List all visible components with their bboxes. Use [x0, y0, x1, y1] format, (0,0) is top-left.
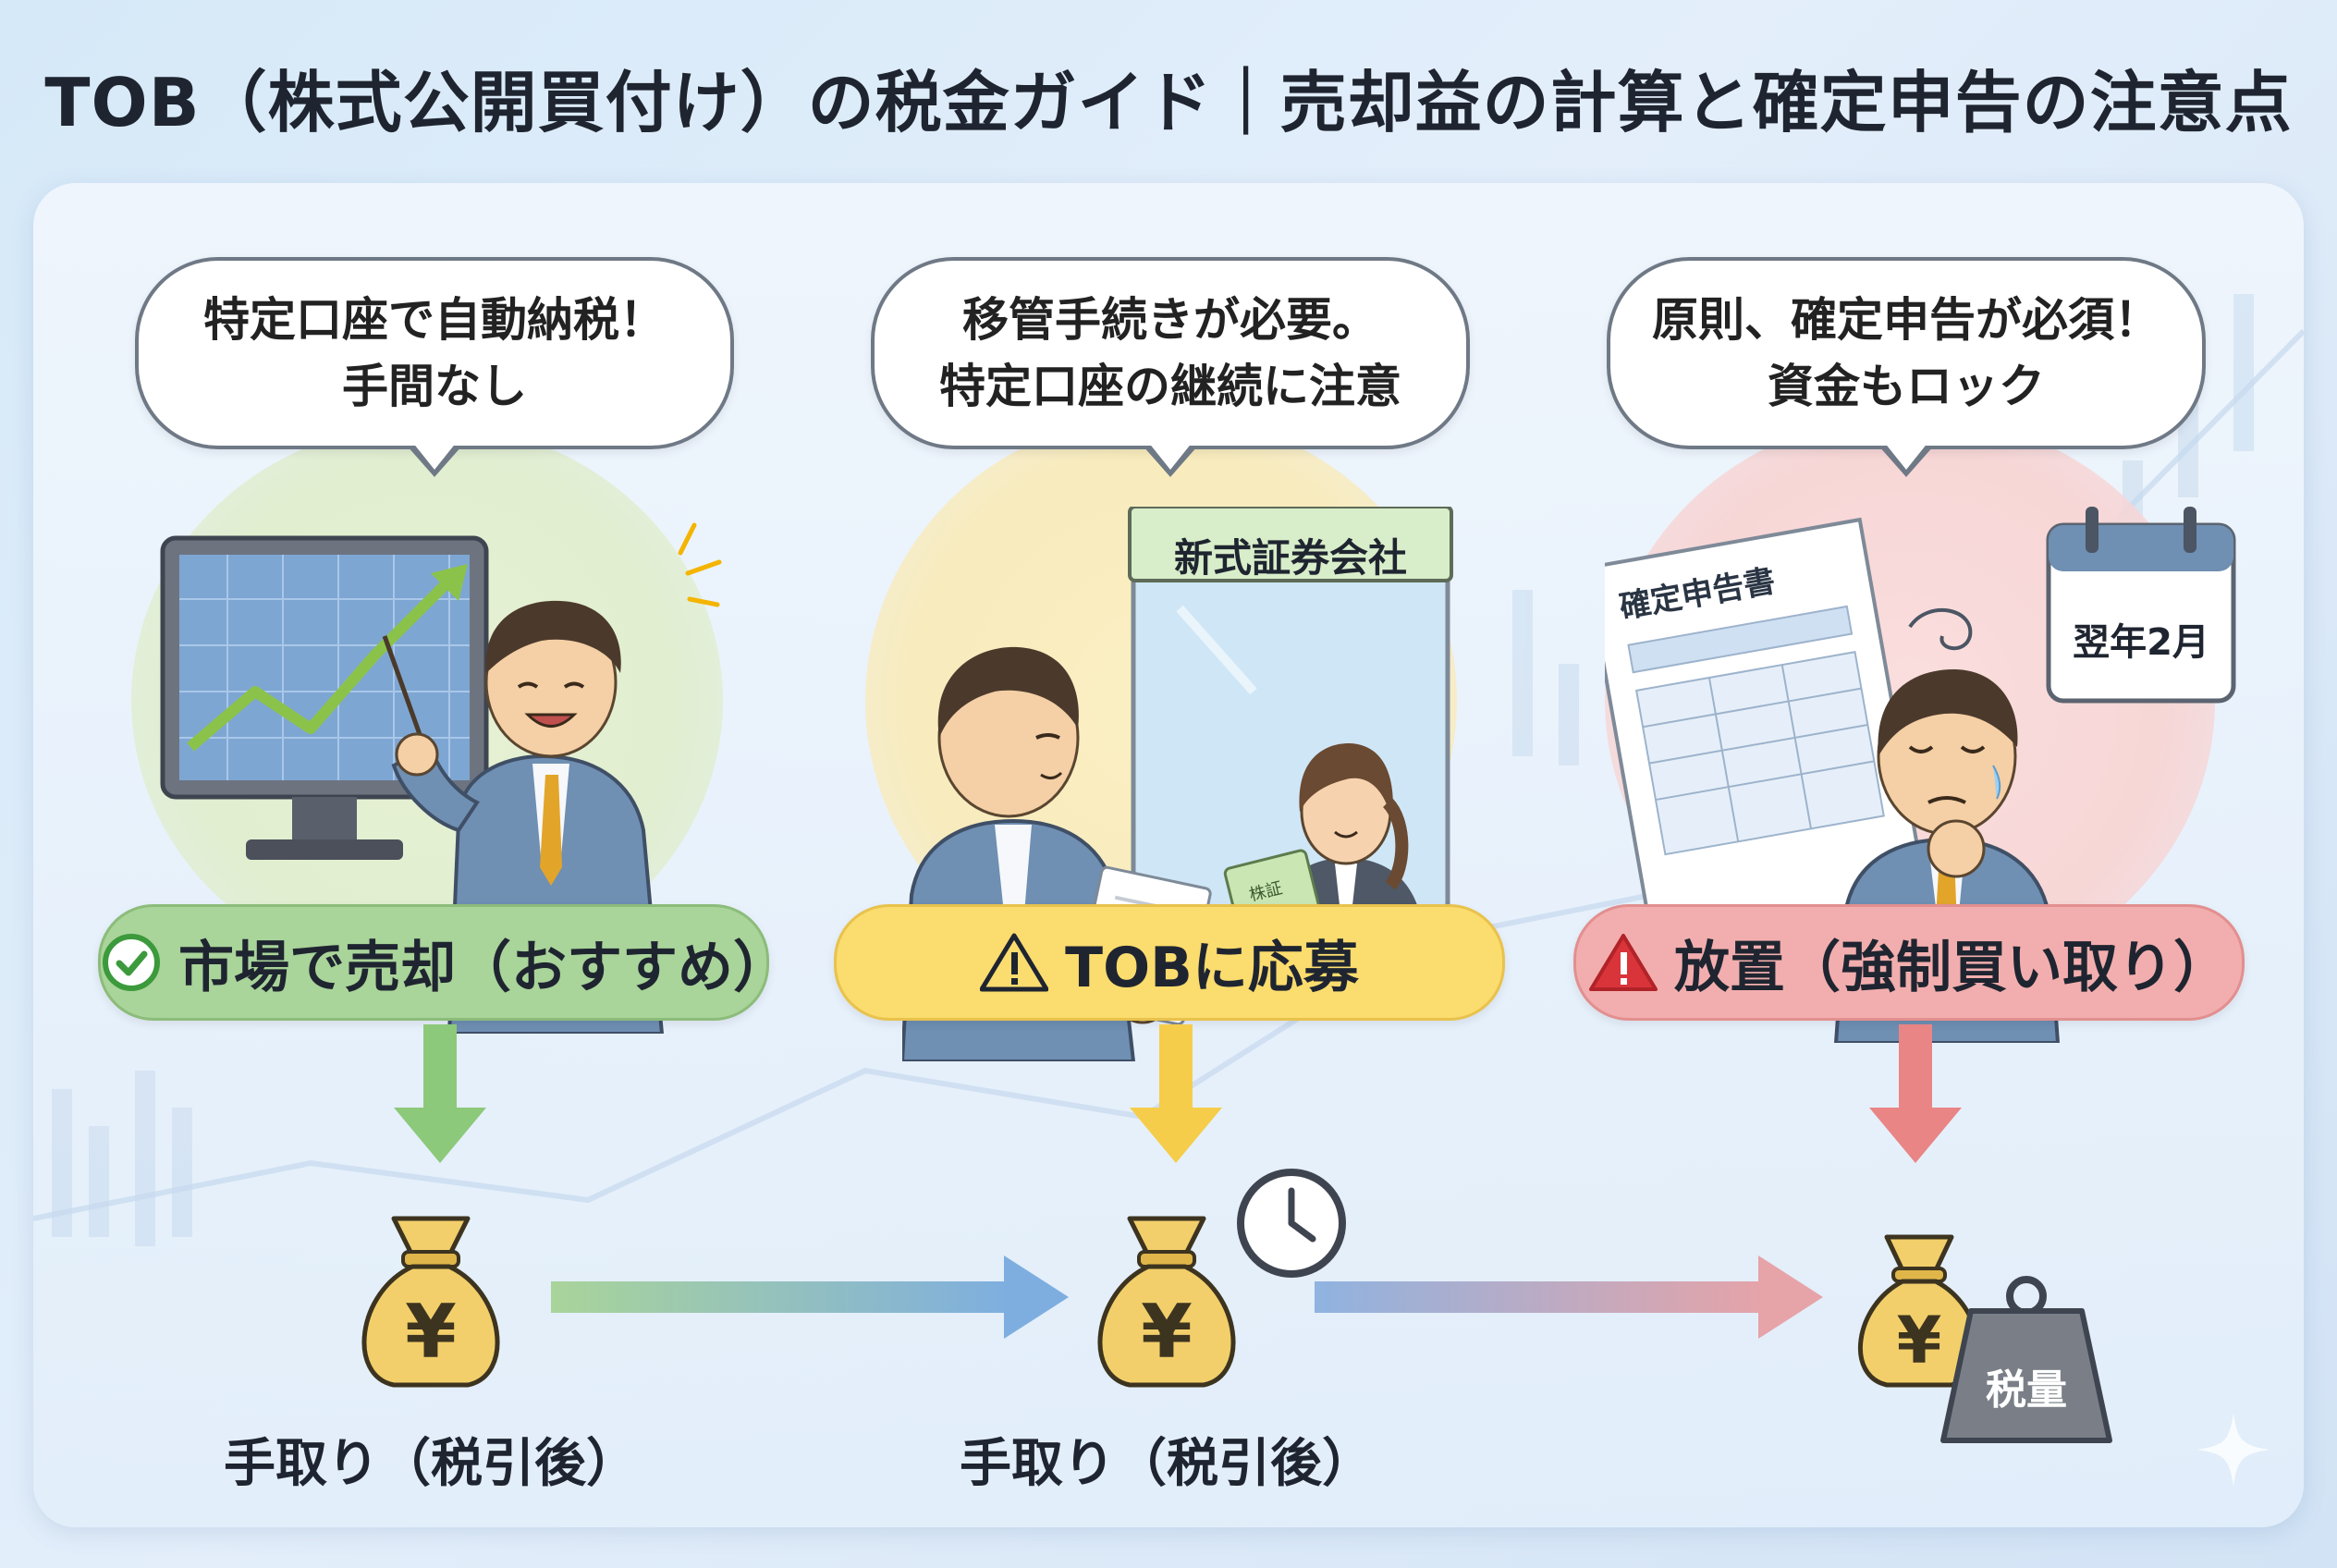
tax-return-worry-illustration: 確定申告書 翌年2月: [1605, 507, 2236, 1043]
bubble-text-line2: 手間なし: [342, 360, 527, 413]
bubble-text-line2: 特定口座の継続に注意: [939, 360, 1401, 413]
yen-money-bag-icon: ¥: [1857, 1234, 1981, 1388]
yen-symbol: ¥: [405, 1289, 457, 1375]
yen-symbol: ¥: [1141, 1289, 1193, 1375]
arrow-down-yellow: [1130, 1024, 1222, 1163]
option-leave-forced-buyout[interactable]: 放置（強制買い取り）: [1573, 904, 2245, 1021]
counter-sign: 新式証券会社: [1173, 535, 1407, 581]
option-label: 放置（強制買い取り）: [1674, 935, 2229, 1000]
result-label-column-2: 手取り（税引後）: [960, 1434, 1374, 1494]
yen-money-bag-icon: ¥: [1097, 1216, 1236, 1388]
guide-panel: 特定口座で自動納税！ 手間なし 移管手続きが必要。 特定口座の継続に注意 原則、…: [33, 183, 2304, 1527]
clock-icon: [1237, 1169, 1346, 1278]
bubble-text-line1: 原則、確定申告が必須！: [1652, 293, 2160, 347]
column-3-speech-bubble: 原則、確定申告が必須！ 資金もロック: [1607, 257, 2206, 477]
page-title: TOB（株式公開買付け）の税金ガイド｜売却益の計算と確定申告の注意点: [44, 64, 2293, 141]
result-label-column-1: 手取り（税引後）: [224, 1434, 638, 1494]
column-2-speech-bubble: 移管手続きが必要。 特定口座の継続に注意: [871, 257, 1470, 477]
bubble-text-line1: 特定口座で自動納税！: [203, 293, 666, 347]
option-market-sale[interactable]: 市場で売却（おすすめ）: [98, 904, 789, 1021]
check-circle-icon: [101, 932, 162, 993]
arrow-down-red: [1869, 1024, 1962, 1163]
yen-symbol: ¥: [1897, 1303, 1942, 1378]
arrow-down-green: [394, 1024, 486, 1163]
warning-triangle-red-icon: [1589, 932, 1658, 993]
calendar-label: 翌年2月: [2073, 621, 2209, 664]
weight-label: 税量: [1986, 1366, 2067, 1414]
column-1-speech-bubble: 特定口座で自動納税！ 手間なし: [135, 257, 734, 477]
bubble-text-line1: 移管手続きが必要。: [962, 293, 1378, 347]
option-label: TOBに応募: [1065, 935, 1359, 1000]
sparkle-icon: [2196, 1413, 2270, 1487]
weight-icon: 税量: [1940, 1276, 2112, 1443]
warning-triangle-icon: [980, 932, 1049, 993]
option-tob-tender[interactable]: TOBに応募: [834, 904, 1505, 1021]
bubble-text-line2: 資金もロック: [1768, 360, 2045, 413]
flow-arrow-blue-to-red: [1315, 1256, 1823, 1339]
yen-money-bag-icon: ¥: [361, 1216, 500, 1388]
flow-arrow-green-to-blue: [551, 1256, 1069, 1339]
option-label: 市場で売却（おすすめ）: [178, 935, 789, 1000]
